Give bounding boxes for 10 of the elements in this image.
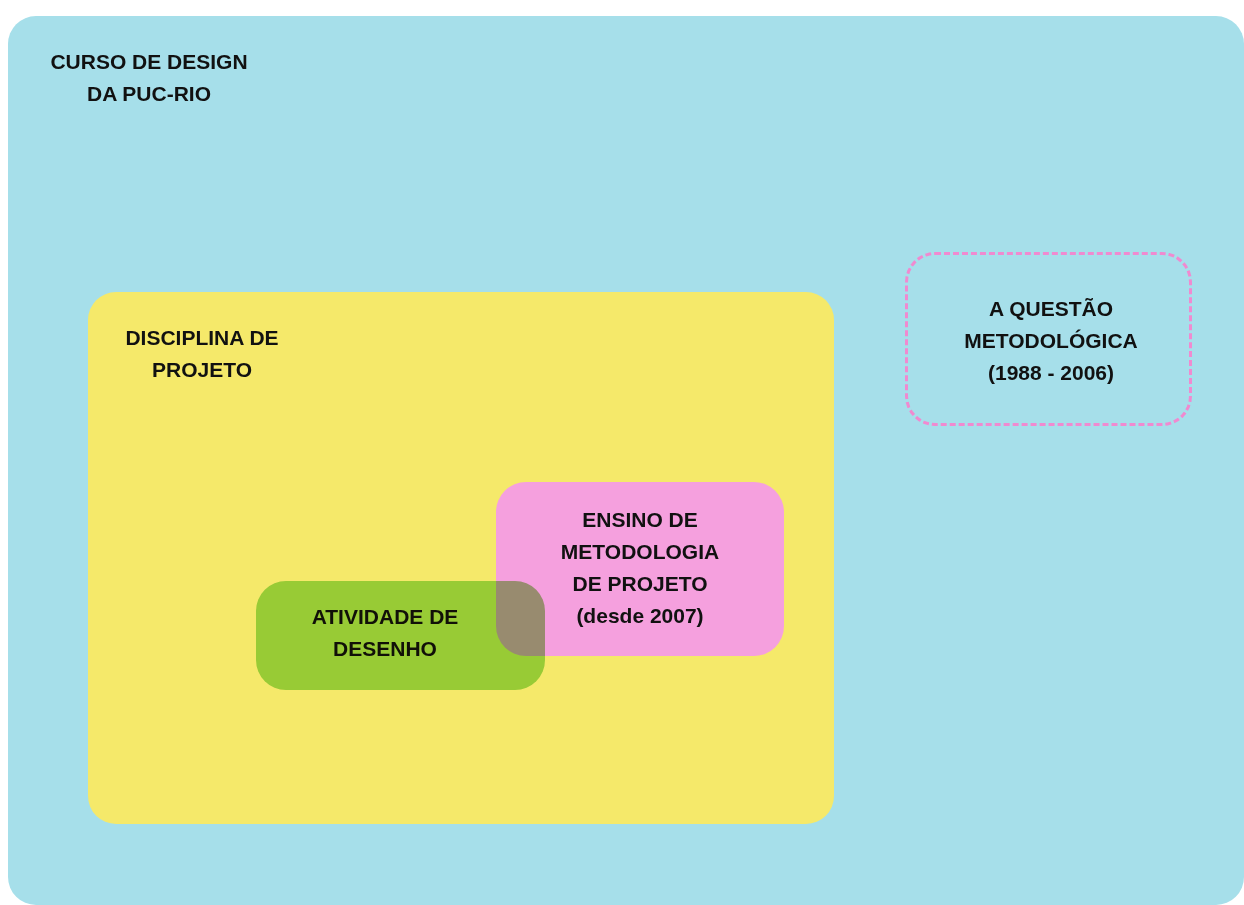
node-title: ATIVIDADE DE DESENHO bbox=[310, 604, 460, 662]
node-title: DISCIPLINA DE PROJETO bbox=[124, 325, 280, 383]
rounded-box bbox=[496, 482, 784, 656]
node-title: ENSINO DE METODOLOGIA DE PROJETO (desde 2007) bbox=[559, 507, 721, 629]
node-title: A QUESTÃO METODOLÓGICA (1988 - 2006) bbox=[963, 296, 1139, 386]
background-panel bbox=[8, 16, 1244, 905]
node-title: CURSO DE DESIGN DA PUC-RIO bbox=[49, 49, 249, 107]
rounded-box bbox=[256, 581, 545, 690]
dashed-box bbox=[905, 252, 1192, 426]
rounded-panel bbox=[88, 292, 834, 824]
